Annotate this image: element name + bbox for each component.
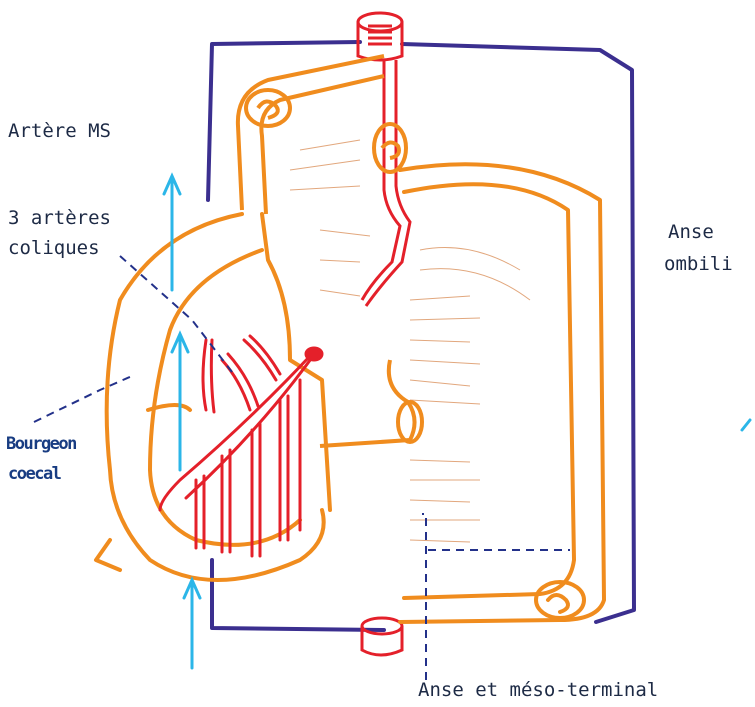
label-arteres-coliques-line1: 3 artères — [8, 206, 111, 230]
flow-arrows — [164, 176, 750, 668]
label-bourgeon-line2: coecal — [8, 462, 60, 486]
mesentery-striations — [290, 140, 530, 542]
umbilical-loop — [400, 164, 604, 622]
label-artere-ms: Artère MS — [8, 119, 111, 143]
label-bourgeon-line1: Bourgeon — [6, 432, 76, 456]
superior-mesenteric-artery — [358, 13, 410, 655]
label-anse-meso-terminal: Anse et méso-terminal — [418, 678, 658, 702]
label-anse-ombilicale-line2: ombili — [664, 252, 733, 276]
label-arteres-coliques-line2: coliques — [8, 236, 100, 260]
label-anse-ombilicale-line1: Anse — [668, 220, 714, 244]
